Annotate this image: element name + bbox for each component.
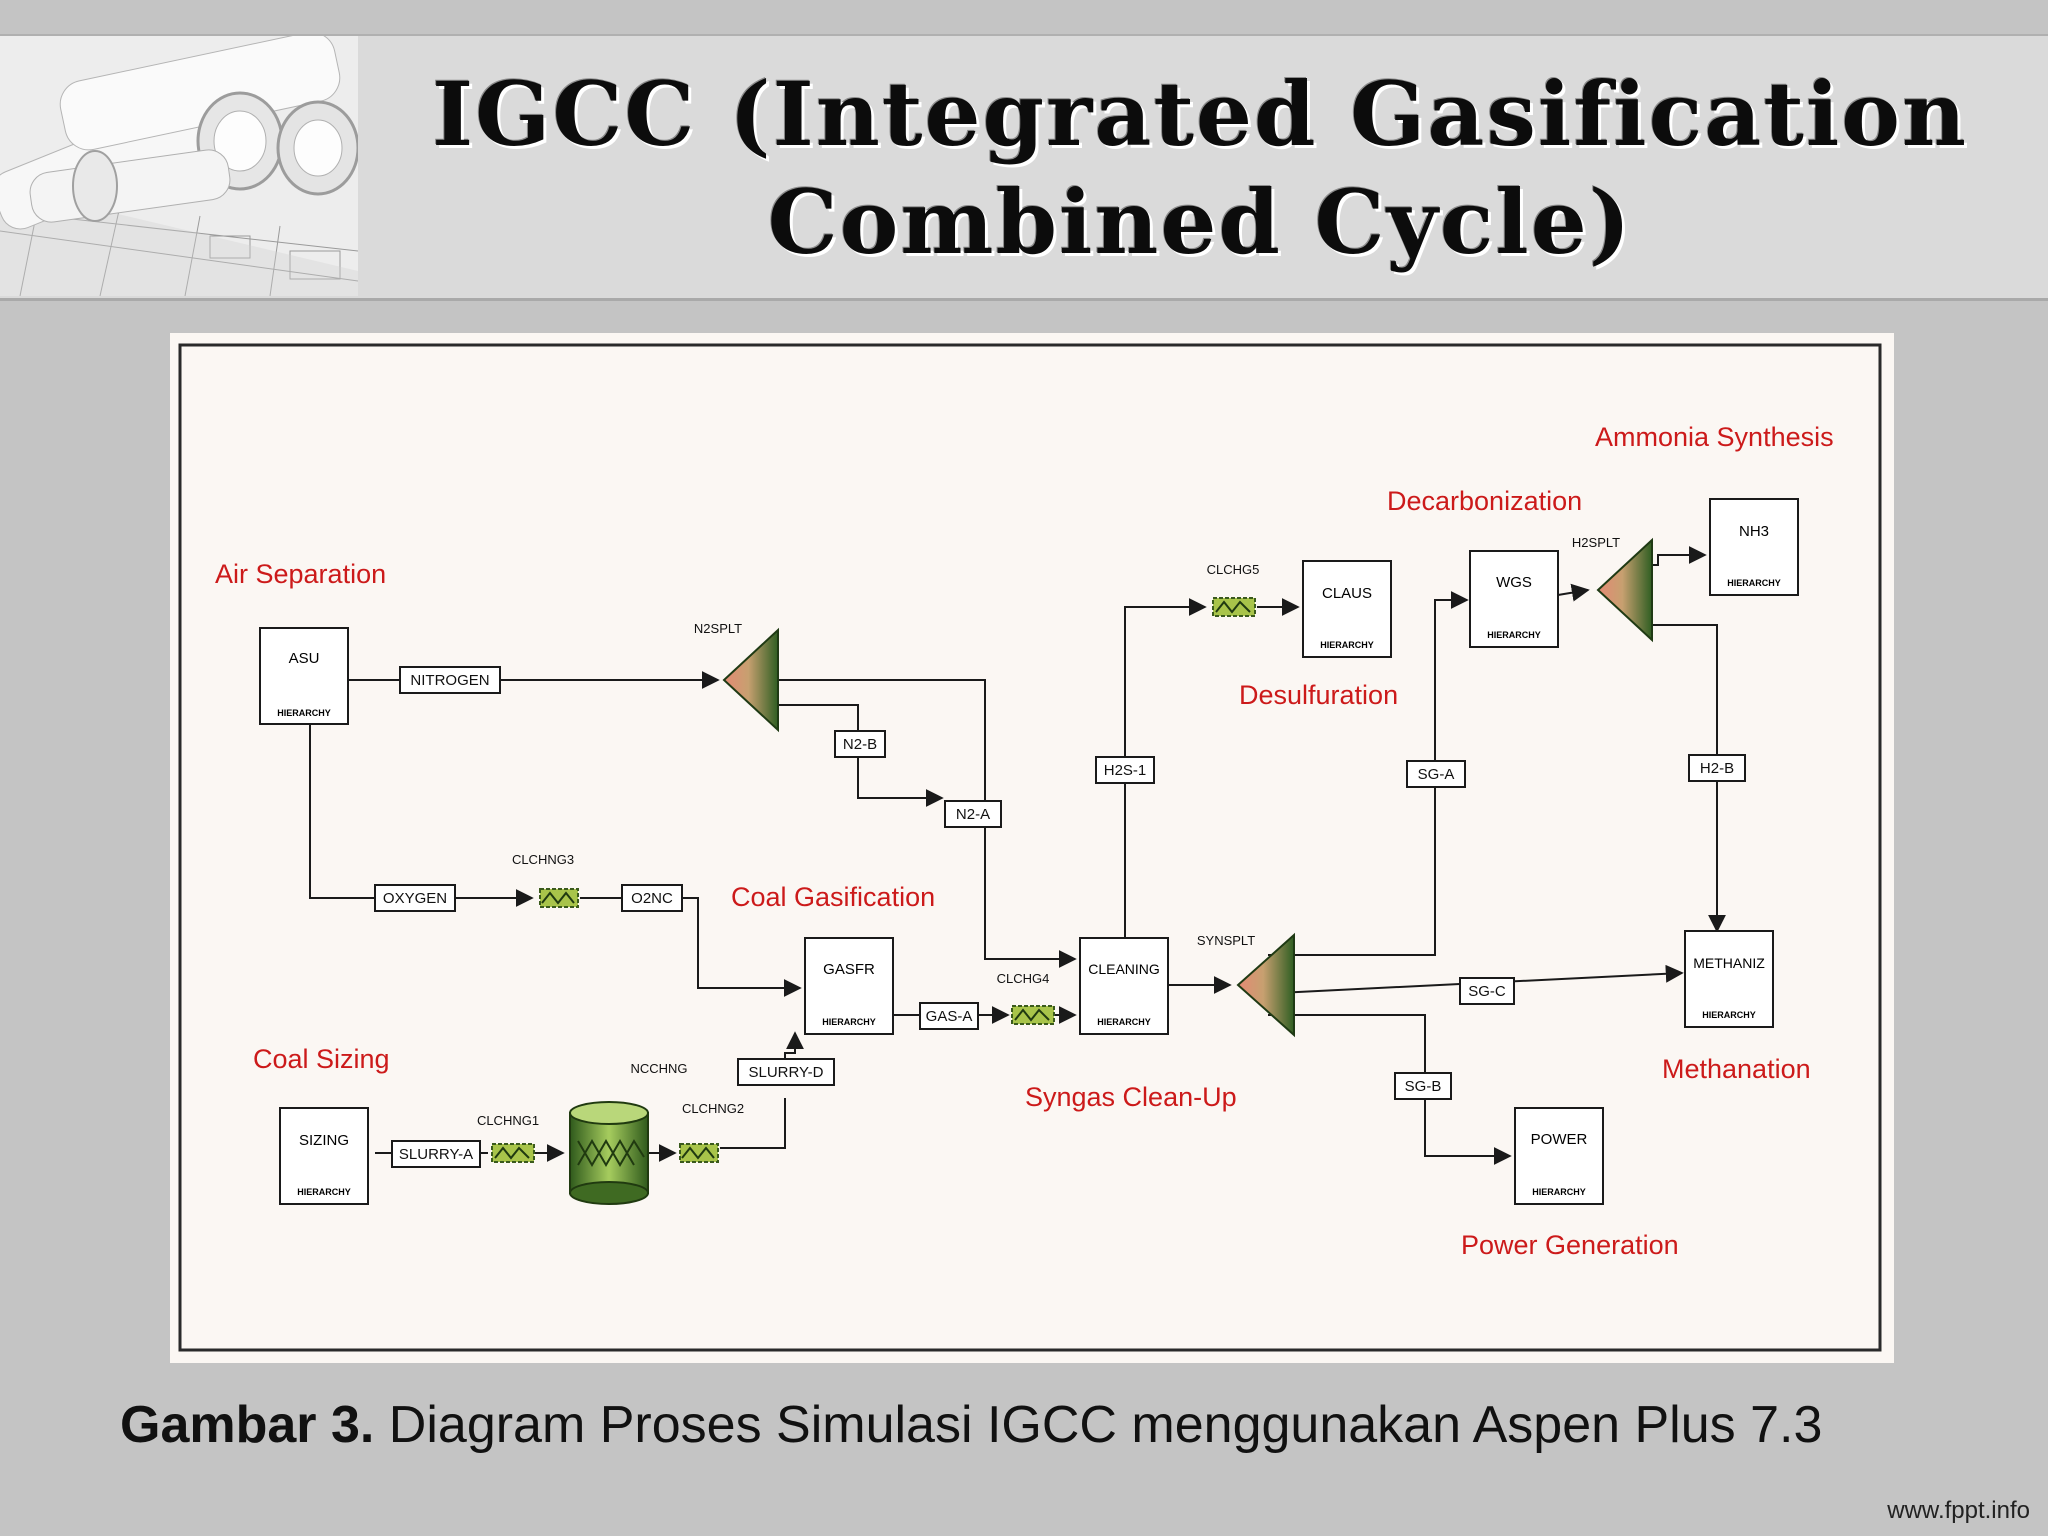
block-claus: CLAUS HIERARCHY <box>1302 560 1392 658</box>
block-power-label: POWER <box>1531 1131 1588 1148</box>
block-cleaning-hierarchy: HIERARCHY <box>1097 1017 1151 1027</box>
block-sizing-label: SIZING <box>299 1132 349 1149</box>
stream-sgc: SG-C <box>1468 983 1506 1000</box>
stream-o2nc: O2NC <box>631 890 673 907</box>
section-methanation: Methanation <box>1662 1054 1811 1084</box>
stream-nitrogen: NITROGEN <box>410 672 489 689</box>
process-diagram: NITROGEN OXYGEN O2NC N2-B N2-A H2S-1 SG-… <box>170 333 1894 1363</box>
exchanger-clchg5 <box>1212 597 1256 617</box>
block-wgs: WGS HIERARCHY <box>1469 550 1559 648</box>
exchanger-clchng2 <box>679 1143 719 1163</box>
block-power: POWER HIERARCHY <box>1514 1107 1604 1205</box>
section-power-generation: Power Generation <box>1461 1230 1679 1260</box>
block-gasfr-hierarchy: HIERARCHY <box>822 1017 876 1027</box>
label-clchg4: CLCHG4 <box>997 971 1050 986</box>
section-coal-gasification: Coal Gasification <box>731 882 935 912</box>
block-asu: ASU HIERARCHY <box>259 627 349 725</box>
block-gasfr: GASFR HIERARCHY <box>804 937 894 1035</box>
label-ncchng: NCCHNG <box>630 1061 687 1076</box>
section-decarbonization: Decarbonization <box>1387 486 1582 516</box>
exchanger-clchng1 <box>491 1143 535 1163</box>
title-line-2: Combined Cycle) <box>767 170 1633 274</box>
splitter-synsplt <box>1236 932 1295 1038</box>
process-flow-svg: NITROGEN OXYGEN O2NC N2-B N2-A H2S-1 SG-… <box>178 343 1882 1352</box>
blueprint-image <box>0 36 358 296</box>
footer-url: www.fppt.info <box>1887 1497 2030 1524</box>
label-clchng2: CLCHNG2 <box>682 1101 744 1116</box>
block-nh3: NH3 HIERARCHY <box>1709 498 1799 596</box>
stream-sga: SG-A <box>1418 766 1455 783</box>
stream-oxygen: OXYGEN <box>383 890 447 907</box>
block-gasfr-label: GASFR <box>823 961 875 978</box>
caption-bold: Gambar 3. <box>120 1396 375 1454</box>
title-line-1: IGCC (Integrated Gasification <box>432 62 1968 166</box>
splitter-n2splt <box>722 627 779 733</box>
block-claus-label: CLAUS <box>1322 585 1372 602</box>
block-cleaning-label: CLEANING <box>1088 961 1160 977</box>
section-desulfuration: Desulfuration <box>1239 680 1398 710</box>
section-air-separation: Air Separation <box>215 559 386 589</box>
caption-text: Diagram Proses Simulasi IGCC menggunakan… <box>374 1396 1823 1454</box>
block-nh3-label: NH3 <box>1739 523 1769 540</box>
stream-slurrya: SLURRY-A <box>399 1146 473 1163</box>
stream-n2a: N2-A <box>956 806 990 823</box>
section-ammonia-synthesis: Ammonia Synthesis <box>1595 422 1834 452</box>
label-clchng1: CLCHNG1 <box>477 1113 539 1128</box>
block-asu-label: ASU <box>289 650 320 667</box>
block-methaniz-hierarchy: HIERARCHY <box>1702 1010 1756 1020</box>
section-syngas-cleanup: Syngas Clean-Up <box>1025 1082 1237 1112</box>
block-wgs-label: WGS <box>1496 574 1532 591</box>
block-wgs-hierarchy: HIERARCHY <box>1487 630 1541 640</box>
stream-slurryd: SLURRY-D <box>748 1064 823 1081</box>
block-sizing-hierarchy: HIERARCHY <box>297 1187 351 1197</box>
stream-h2b: H2-B <box>1700 760 1734 777</box>
block-sizing: SIZING HIERARCHY <box>279 1107 369 1205</box>
label-clchng3: CLCHNG3 <box>512 852 574 867</box>
section-coal-sizing: Coal Sizing <box>253 1044 390 1074</box>
figure-caption: Gambar 3. Diagram Proses Simulasi IGCC m… <box>120 1395 1822 1455</box>
stream-gasa: GAS-A <box>926 1008 973 1025</box>
exchanger-clchg4 <box>1011 1005 1055 1025</box>
reactor-ncchng <box>569 1101 649 1205</box>
top-band <box>0 0 2048 34</box>
stream-sgb: SG-B <box>1405 1078 1442 1095</box>
stream-h2s1: H2S-1 <box>1104 762 1147 779</box>
block-methaniz: METHANIZ HIERARCHY <box>1684 930 1774 1028</box>
label-n2splt: N2SPLT <box>694 621 742 636</box>
label-h2splt: H2SPLT <box>1572 535 1620 550</box>
block-methaniz-label: METHANIZ <box>1693 955 1765 971</box>
stream-n2b: N2-B <box>843 736 877 753</box>
diagram-frame <box>178 343 1882 1352</box>
label-synsplt: SYNSPLT <box>1197 933 1255 948</box>
block-asu-hierarchy: HIERARCHY <box>277 708 331 718</box>
block-nh3-hierarchy: HIERARCHY <box>1727 578 1781 588</box>
exchanger-clchng3 <box>539 888 579 908</box>
splitter-h2splt <box>1596 537 1653 643</box>
block-cleaning: CLEANING HIERARCHY <box>1079 937 1169 1035</box>
block-claus-hierarchy: HIERARCHY <box>1320 640 1374 650</box>
block-power-hierarchy: HIERARCHY <box>1532 1187 1586 1197</box>
label-clchg5: CLCHG5 <box>1207 562 1260 577</box>
slide-title: IGCC (Integrated Gasification Combined C… <box>400 60 2000 276</box>
